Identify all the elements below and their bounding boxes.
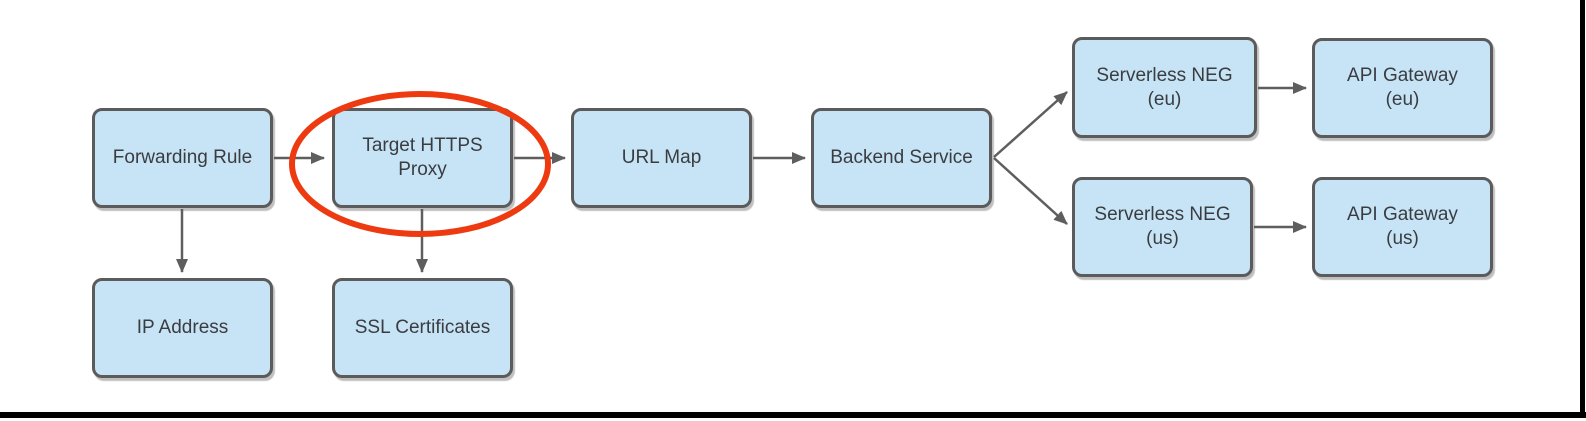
node-label-ip-address: IP Address <box>136 317 229 339</box>
node-api-gateway-eu: API Gateway (eu) <box>1312 38 1493 138</box>
node-backend-service: Backend Service <box>811 108 992 208</box>
node-ip-address: IP Address <box>92 278 273 378</box>
edge-backendservice-neg-us <box>993 157 1068 225</box>
node-url-map: URL Map <box>571 108 752 208</box>
node-label-target-https-proxy: Target HTTPS Proxy <box>362 135 483 180</box>
node-serverless-neg-us: Serverless NEG (us) <box>1072 177 1253 277</box>
node-target-https-proxy: Target HTTPS Proxy <box>332 108 513 208</box>
node-forwarding-rule: Forwarding Rule <box>92 108 273 208</box>
node-label-backend-service: Backend Service <box>830 147 973 169</box>
node-api-gateway-us: API Gateway (us) <box>1312 177 1493 277</box>
node-label-api-gateway-us: API Gateway (us) <box>1347 204 1458 249</box>
node-label-forwarding-rule: Forwarding Rule <box>112 147 253 169</box>
frame-right-border <box>1580 0 1585 418</box>
node-ssl-certificates: SSL Certificates <box>332 278 513 378</box>
node-label-serverless-neg-us: Serverless NEG (us) <box>1094 204 1231 249</box>
node-label-ssl-certificates: SSL Certificates <box>354 317 491 339</box>
edge-backendservice-neg-eu <box>993 91 1068 158</box>
node-label-serverless-neg-eu: Serverless NEG (eu) <box>1096 64 1233 110</box>
node-serverless-neg-eu: Serverless NEG (eu) <box>1072 37 1257 138</box>
node-label-api-gateway-eu: API Gateway (eu) <box>1347 65 1458 110</box>
frame-bottom-border <box>0 412 1586 418</box>
node-label-url-map: URL Map <box>621 147 702 169</box>
